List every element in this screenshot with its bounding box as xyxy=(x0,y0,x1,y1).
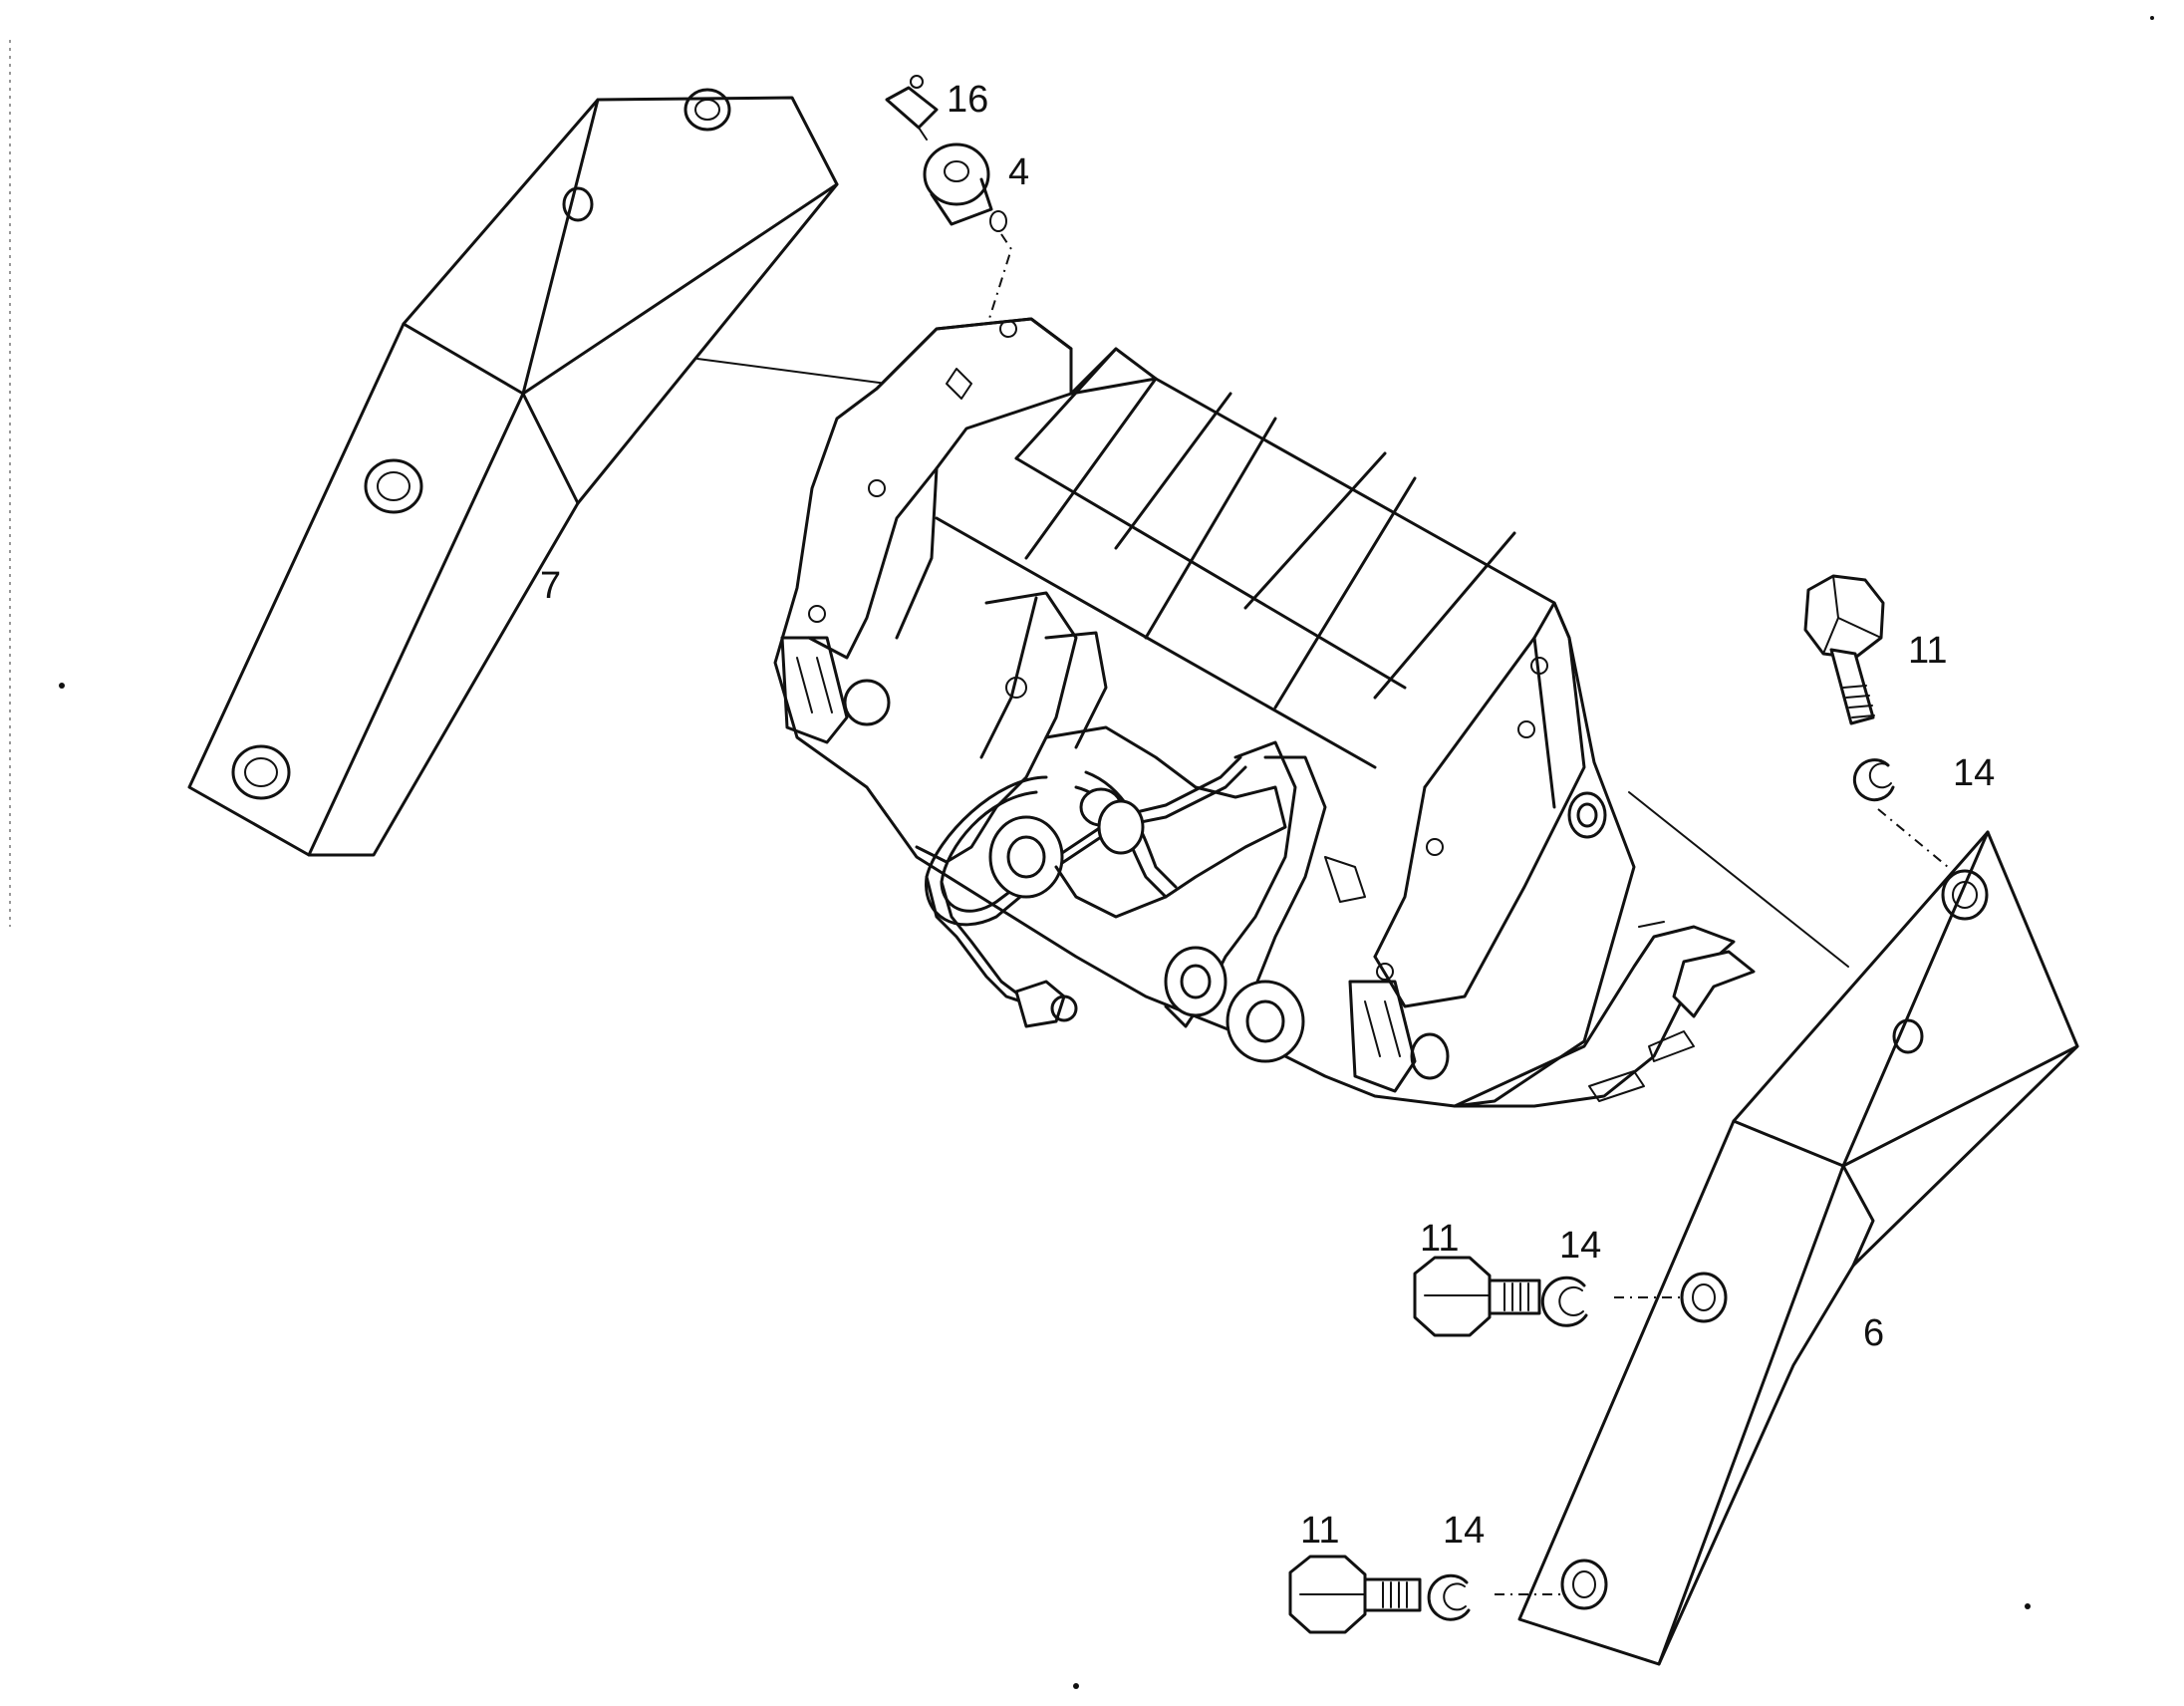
callout-14-top: 14 xyxy=(1953,752,1995,794)
boss-hole xyxy=(683,88,731,132)
scan-speck xyxy=(59,683,65,689)
plate-hole xyxy=(1892,1018,1924,1054)
boss-hole xyxy=(1560,1559,1608,1610)
scan-speck xyxy=(1073,1683,1079,1689)
bolt-11-top xyxy=(1803,574,1885,725)
scan-speck xyxy=(2150,16,2154,20)
callout-14-middle: 14 xyxy=(1559,1225,1601,1267)
side-plate-7 xyxy=(187,88,839,857)
lock-washer-14-bottom xyxy=(1427,1573,1471,1621)
boss-hole-inner xyxy=(244,757,278,787)
callout-11-bottom: 11 xyxy=(1300,1510,1339,1552)
bucket-assembly xyxy=(773,317,1756,1108)
lock-washer-14-top xyxy=(1852,758,1895,802)
bolt-11-middle xyxy=(1413,1256,1541,1337)
lock-washer-14-middle xyxy=(1540,1276,1588,1327)
callout-7: 7 xyxy=(540,565,561,607)
side-plate-6 xyxy=(1517,830,2079,1666)
boss-hole xyxy=(364,458,423,514)
scan-speck xyxy=(2025,1603,2031,1609)
assembly-axis xyxy=(1877,808,1949,868)
leader-line xyxy=(1628,791,1849,968)
boss-hole-inner xyxy=(694,99,720,121)
callout-11-middle: 11 xyxy=(1420,1218,1459,1260)
callout-4: 4 xyxy=(1008,151,1029,193)
callout-6: 6 xyxy=(1863,1312,1884,1354)
leader-line xyxy=(696,358,888,385)
callout-11-top: 11 xyxy=(1908,630,1947,672)
boss-hole-inner xyxy=(1572,1570,1596,1598)
callout-14-bottom: 14 xyxy=(1443,1510,1485,1552)
plate-hole xyxy=(562,186,594,222)
grease-nipple-16 xyxy=(885,75,939,141)
boss-hole-inner xyxy=(377,471,410,501)
boss-hole xyxy=(1680,1272,1728,1323)
assembly-axis xyxy=(980,233,1013,345)
boss-hole-inner xyxy=(1692,1283,1716,1311)
boss-hole xyxy=(231,744,291,800)
bushing-4 xyxy=(923,142,1007,232)
boss-hole-inner xyxy=(1952,881,1978,909)
bolt-11-bottom xyxy=(1288,1555,1422,1634)
boss-hole xyxy=(1941,869,1989,921)
callout-16: 16 xyxy=(947,79,988,121)
